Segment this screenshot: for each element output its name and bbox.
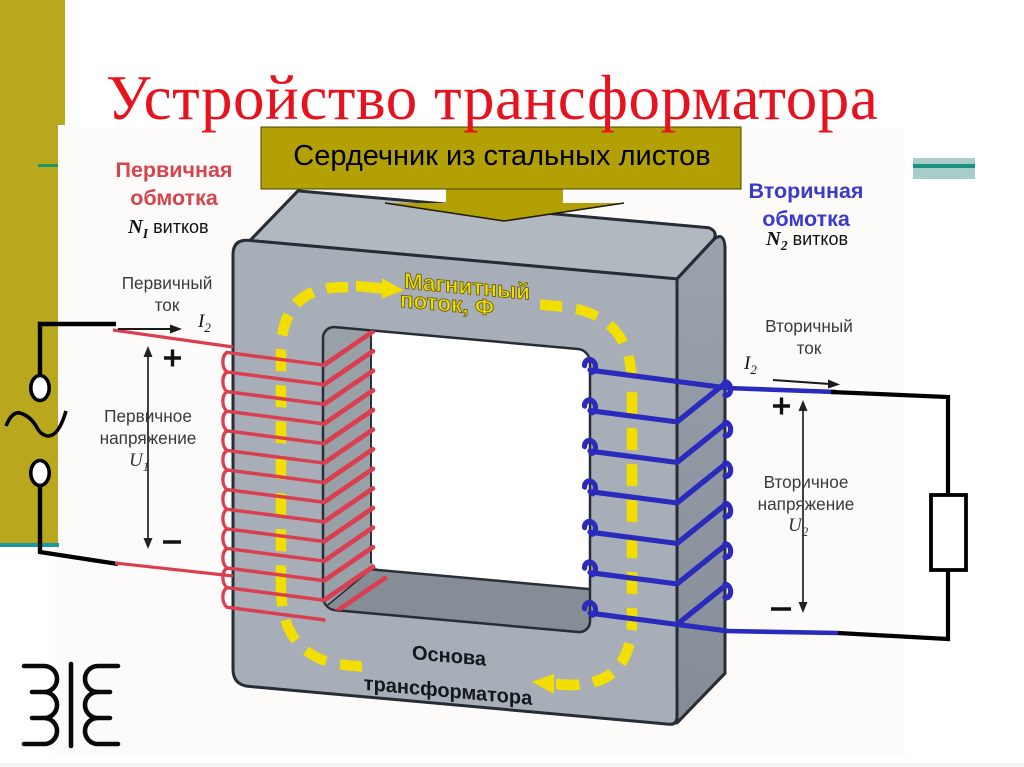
svg-text:Сердечник из стальных листов: Сердечник из стальных листов xyxy=(293,140,710,172)
